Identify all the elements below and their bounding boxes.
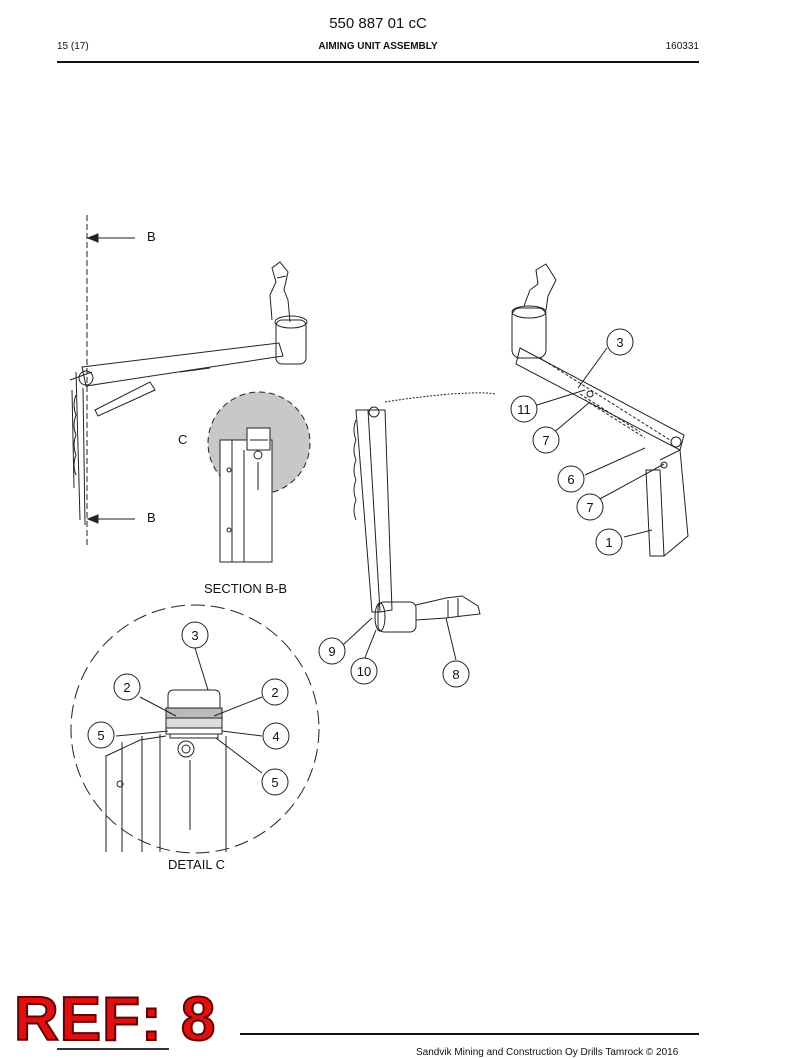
svg-text:7: 7 [542,433,549,448]
svg-text:2: 2 [123,680,130,695]
svg-text:9: 9 [328,644,335,659]
callout-detail-5-left: 5 [87,721,115,749]
section-caption: SECTION B-B [204,581,288,596]
detail-caption: DETAIL C [168,857,226,872]
svg-text:8: 8 [452,667,459,682]
page-number: 15 (17) [57,41,89,52]
svg-text:7: 7 [586,500,593,515]
callout-right-11: 11 [510,395,538,423]
callout-center-9: 9 [318,637,346,665]
callout-right-7a: 7 [532,426,560,454]
callout-detail-3: 3 [181,621,209,649]
company-logo [57,1048,169,1058]
callout-detail-2-right: 2 [261,678,289,706]
header-row: 15 (17) AIMING UNIT ASSEMBLY 160331 [57,41,699,55]
svg-text:5: 5 [271,775,278,790]
svg-text:5: 5 [97,728,104,743]
callout-right-7b: 7 [576,493,604,521]
right-view-arm [511,263,689,557]
center-view-arm [353,392,496,633]
document-number: 550 887 01 cC [329,15,427,32]
page-title: AIMING UNIT ASSEMBLY [318,41,438,52]
svg-text:10: 10 [357,664,371,679]
section-cut-line [86,215,135,545]
header-rule [57,61,699,63]
detail-c-bubble [207,391,311,563]
detail-marker: C [178,432,188,447]
ref-overlay: REF: 8 [13,984,217,1055]
callout-center-8: 8 [442,660,470,688]
callout-right-6: 6 [557,465,585,493]
section-marker-bottom: B [147,510,156,525]
callout-detail-4: 4 [262,722,290,750]
leader-lines [115,347,665,774]
detail-c-view [70,604,320,854]
svg-text:4: 4 [272,729,279,744]
callout-right-3: 3 [606,328,634,356]
svg-text:3: 3 [616,335,623,350]
svg-text:6: 6 [567,472,574,487]
callout-detail-5-right: 5 [261,768,289,796]
footer-rule [240,1033,699,1035]
section-marker-top: B [147,229,156,244]
svg-text:1: 1 [605,535,612,550]
callout-center-10: 10 [350,657,378,685]
svg-text:11: 11 [517,402,531,417]
callout-detail-2-left: 2 [113,673,141,701]
svg-text:2: 2 [271,685,278,700]
callout-right-1: 1 [595,528,623,556]
left-view-arm [69,261,308,526]
svg-text:3: 3 [191,628,198,643]
revision-date: 160331 [665,41,699,52]
